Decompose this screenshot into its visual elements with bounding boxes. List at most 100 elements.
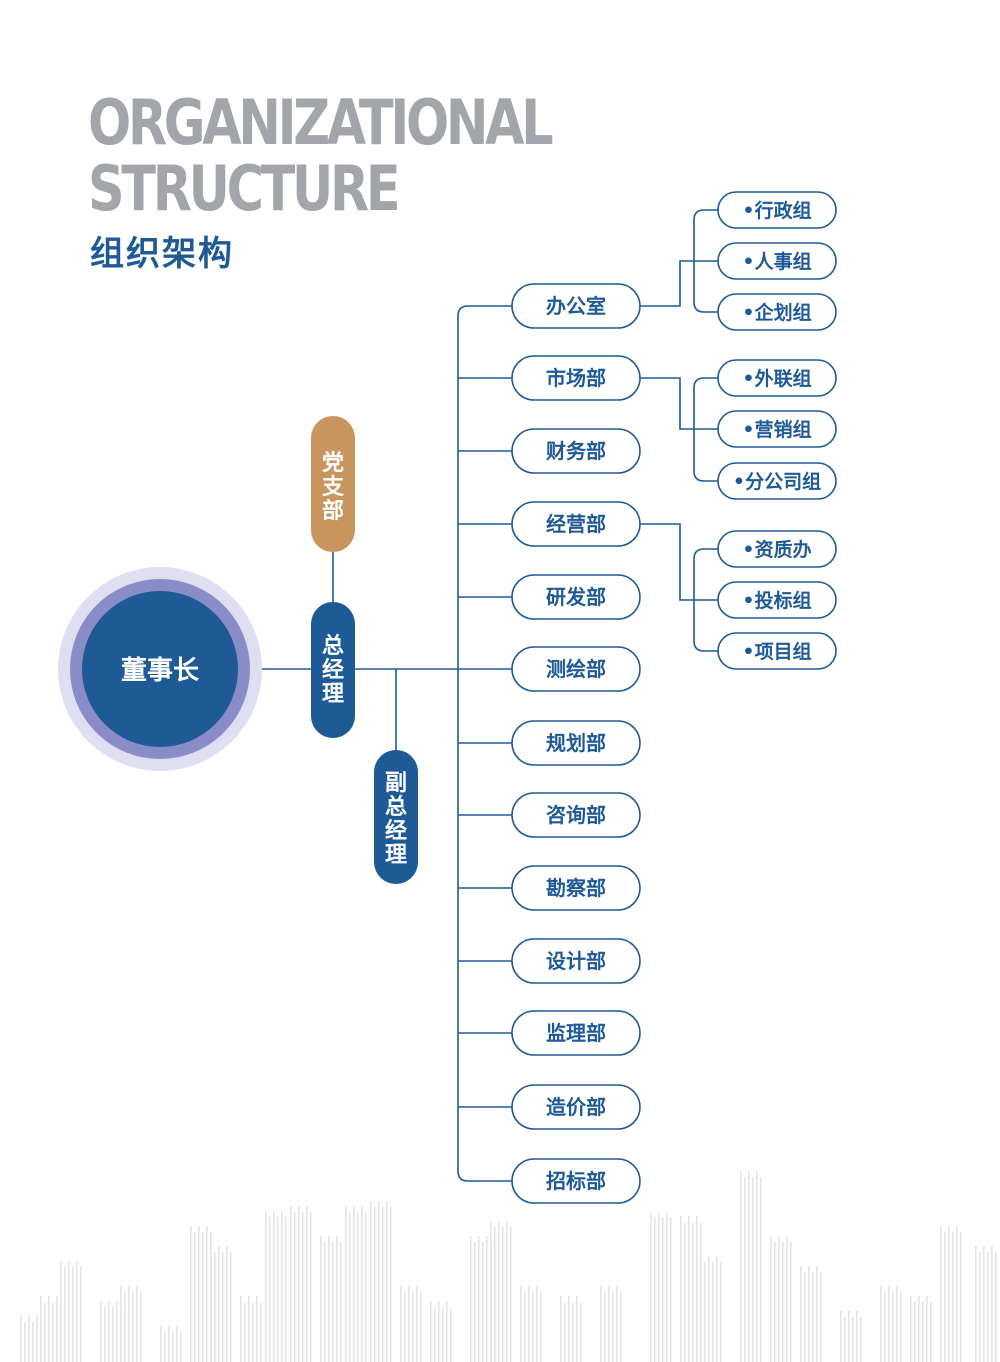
skyline-bar [860,1317,862,1362]
skyline-bar [210,1246,212,1362]
group-pill [717,242,837,280]
skyline-bar [265,1211,267,1362]
department-label: 咨询部 [546,803,606,827]
skyline-bar [336,1236,338,1362]
skyline-bar [576,1296,578,1362]
skyline-bar [900,1292,902,1362]
department-pill [511,1010,641,1056]
skyline-bar [520,1286,522,1362]
deputy-gm-label: 副总经理 [385,771,407,868]
skyline-bar [987,1252,989,1362]
group-label: •项目组 [742,640,811,663]
department-label: 经营部 [546,512,606,536]
skyline-bar [662,1217,664,1362]
group-node: •企划组 [717,293,837,331]
skyline-bar [56,1296,58,1362]
skyline-bar [778,1236,780,1362]
skyline-bar [140,1292,142,1362]
department-node: 财务部 [511,428,641,474]
skyline-bar [244,1302,246,1362]
skyline-bar [658,1211,660,1362]
department-pill [511,283,641,329]
skyline-bar [820,1272,822,1362]
group-node: •投标组 [717,581,837,619]
skyline-bar [52,1302,54,1362]
skyline-bar [80,1267,82,1362]
skyline-bar [790,1242,792,1362]
skyline-bar [32,1322,34,1362]
skyline-bar [800,1266,802,1362]
department-pill [511,574,641,620]
skyline-bar [696,1216,698,1362]
skyline-bar [884,1292,886,1362]
skyline-bar [948,1226,950,1362]
skyline-bar [856,1311,858,1362]
skyline-bar [852,1317,854,1362]
skyline-bar [273,1211,275,1362]
skyline-bar [940,1226,942,1362]
skyline-bar [670,1217,672,1362]
skyline-bar [510,1227,512,1362]
skyline-bar [202,1232,204,1362]
skyline-bar [44,1302,46,1362]
chairman-core [82,591,238,747]
group-label: •资质办 [742,538,811,561]
skyline-bar [528,1286,530,1362]
skyline-bar [888,1286,890,1362]
skyline-bar [995,1252,997,1362]
skyline-bar [20,1316,22,1362]
group-label: •投标组 [742,589,811,612]
deputy-gm-node: 副总经理 [374,750,418,884]
party-branch-node: 党支部 [311,416,355,552]
skyline-bar [298,1206,300,1362]
skyline-bar [190,1226,192,1362]
skyline-bar [446,1301,448,1362]
skyline-bar [708,1256,710,1362]
skyline-bar [560,1296,562,1362]
title-english-line2: STRUCTURE [88,152,401,225]
skyline-bar [64,1267,66,1362]
skyline-bar [438,1301,440,1362]
department-label: 研发部 [546,585,606,609]
skyline-bar [365,1212,367,1362]
skyline-bar [716,1256,718,1362]
group-pill [717,359,837,397]
group-label: •营销组 [742,418,811,441]
skyline-bar [408,1286,410,1362]
skyline-bar [490,1221,492,1362]
group-node: •外联组 [717,359,837,397]
skyline-bar [450,1307,452,1362]
skyline-bar [430,1301,432,1362]
groups: •行政组•人事组•企划组•外联组•营销组•分公司组•资质办•投标组•项目组 [717,191,837,670]
skyline-bar [281,1211,283,1362]
skyline-bar [616,1286,618,1362]
skyline-bar [914,1302,916,1362]
skyline-bar [416,1286,418,1362]
department-pill [511,1158,641,1204]
department-label: 办公室 [546,294,606,318]
department-pill [511,355,641,401]
skyline-bar [720,1262,722,1362]
department-label: 设计部 [546,949,606,973]
skyline-bar [206,1226,208,1362]
skyline-bar [40,1296,42,1362]
skyline-bar [748,1171,750,1362]
skyline-bar [214,1252,216,1362]
skyline-bar [357,1212,359,1362]
skyline-bar [386,1201,388,1362]
skyline-bar [478,1236,480,1362]
skyline-bar [536,1286,538,1362]
skyline-bar [76,1261,78,1362]
skyline-bar [979,1252,981,1362]
title-chinese: 组织架构 [90,234,234,274]
department-node: 招标部 [511,1158,641,1204]
group-pill [717,530,837,568]
skyline-bar [370,1201,372,1362]
skyline-bar [382,1207,384,1362]
department-label: 招标部 [546,1169,606,1193]
skyline-bar [782,1242,784,1362]
skyline-bar [168,1326,170,1362]
skyline-bar [116,1301,118,1362]
skyline-bar [740,1171,742,1362]
skyline-bar [564,1302,566,1362]
